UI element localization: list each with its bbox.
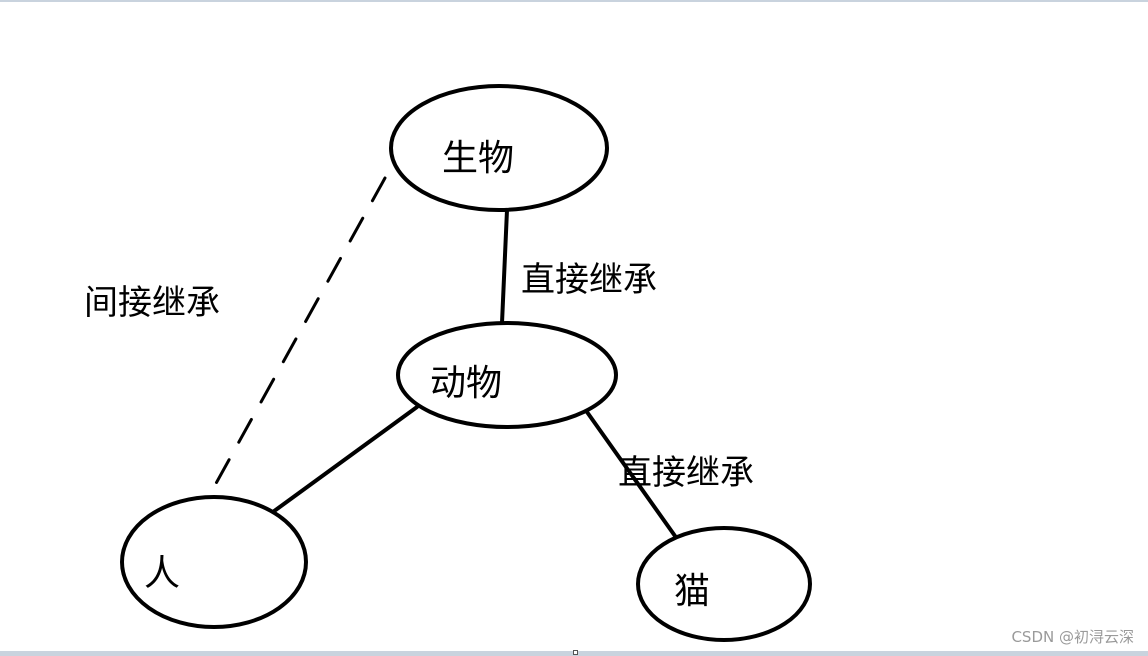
node-cat-ellipse — [636, 526, 812, 642]
node-human-label: 人 — [144, 553, 180, 594]
edge-animal-cat — [585, 410, 682, 545]
edge-organism-animal — [500, 208, 509, 325]
bottom-marker — [573, 650, 578, 655]
node-human: 人 — [120, 495, 308, 629]
node-cat-label: 猫 — [674, 571, 710, 612]
node-animal: 动物 — [396, 321, 618, 429]
node-animal-ellipse — [396, 321, 618, 429]
top-border — [0, 0, 1148, 2]
node-animal-label: 动物 — [430, 363, 502, 404]
node-cat: 猫 — [636, 526, 812, 642]
edge-animal-human — [264, 405, 419, 519]
edge-label-animal-cat: 直接继承 — [618, 453, 754, 493]
node-human-ellipse — [120, 495, 308, 629]
node-organism-label: 生物 — [442, 138, 514, 179]
edge-label-organism-animal: 直接继承 — [521, 260, 657, 300]
edge-organism-human-dashed — [212, 176, 387, 489]
node-organism-ellipse — [389, 84, 609, 212]
node-organism: 生物 — [389, 84, 609, 212]
edge-label-organism-human: 间接继承 — [84, 283, 220, 323]
watermark: CSDN @初浔云深 — [1011, 628, 1134, 646]
